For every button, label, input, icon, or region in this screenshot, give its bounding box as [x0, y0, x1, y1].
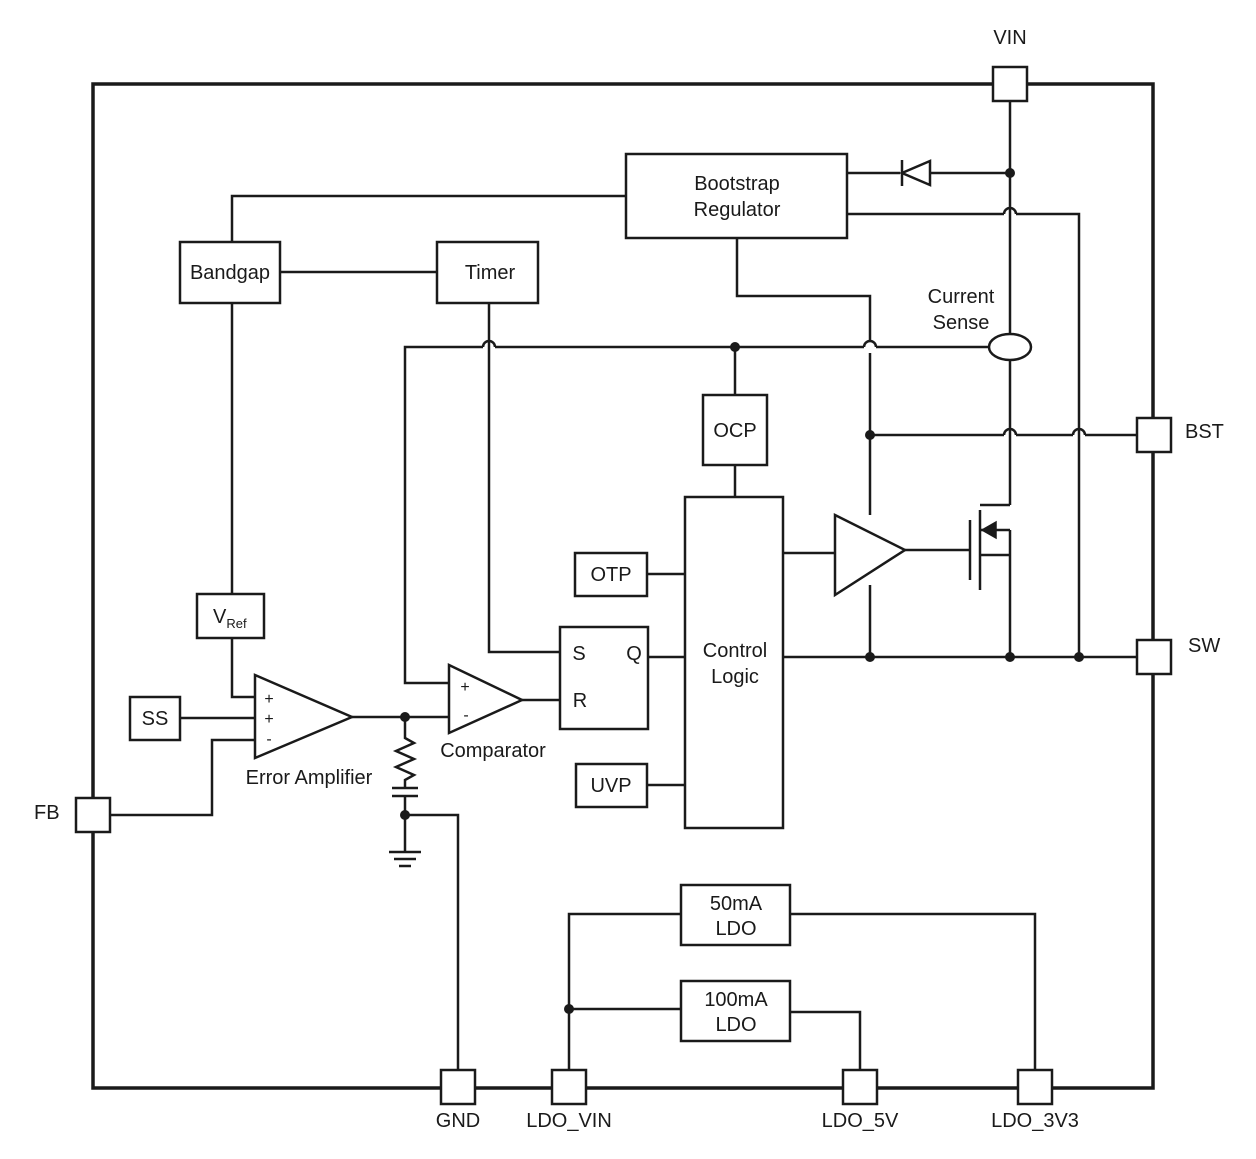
ldo-vin-pin — [550, 1068, 588, 1106]
latch-s-label: S — [572, 643, 585, 665]
ea-minus-sign: - — [266, 731, 271, 748]
ldo-100ma-label-line2: LDO — [715, 1014, 756, 1036]
control-logic-label-line2: Logic — [711, 666, 759, 688]
chip-outline — [91, 82, 1155, 1090]
current-sense-label-line1: Current — [928, 286, 995, 308]
bootstrap-label-line2: Regulator — [694, 199, 781, 221]
ocp-label: OCP — [713, 420, 756, 442]
ldo-5v-pin — [841, 1068, 879, 1106]
junction-dots — [400, 168, 1084, 1014]
comp-plus-sign: + — [460, 679, 469, 696]
ldo-100ma-label-line1: 100mA — [704, 989, 768, 1011]
ldo-3v3-pin-label: LDO_3V3 — [991, 1110, 1079, 1132]
sr-latch-block — [558, 625, 650, 731]
ldo-3v3-pin — [1016, 1068, 1054, 1106]
sw-pin-label: SW — [1188, 635, 1220, 657]
gate-driver-symbol — [833, 512, 908, 598]
timer-block — [435, 240, 540, 305]
bootstrap-regulator-block — [624, 152, 849, 240]
vin-pin-label: VIN — [993, 27, 1026, 49]
control-logic-block — [683, 495, 785, 830]
current-sense-label-line2: Sense — [933, 312, 990, 334]
wires — [110, 101, 1137, 1070]
error-amplifier-label: Error Amplifier — [246, 767, 373, 789]
vin-pin — [991, 65, 1029, 103]
ldo-50ma-label-line1: 50mA — [710, 893, 763, 915]
ea-plus-sign-2: + — [264, 711, 273, 728]
gnd-pin-label: GND — [436, 1110, 480, 1132]
uvp-label: UVP — [590, 775, 631, 797]
diode-symbol — [898, 159, 932, 187]
otp-block — [573, 551, 649, 598]
error-amplifier-symbol — [253, 673, 356, 760]
bst-pin — [1135, 416, 1173, 454]
vref-label: VRef — [213, 606, 247, 631]
current-sense-symbol — [987, 332, 1033, 362]
bandgap-label: Bandgap — [190, 262, 270, 284]
otp-label: OTP — [590, 564, 631, 586]
ss-label: SS — [142, 708, 169, 730]
timer-label: Timer — [465, 262, 516, 284]
control-logic-label-line1: Control — [703, 640, 767, 662]
vref-block — [195, 592, 266, 640]
latch-q-label: Q — [626, 643, 642, 665]
bst-pin-label: BST — [1185, 421, 1224, 443]
gnd-pin — [439, 1068, 477, 1106]
ea-plus-sign-1: + — [264, 691, 273, 708]
sw-pin — [1135, 638, 1173, 676]
ldo-5v-pin-label: LDO_5V — [822, 1110, 899, 1132]
latch-r-label: R — [573, 690, 587, 712]
ldo-vin-pin-label: LDO_VIN — [526, 1110, 612, 1132]
ocp-block — [701, 393, 769, 467]
comparator-symbol — [447, 663, 525, 735]
comparator-label: Comparator — [440, 740, 546, 762]
comp-minus-sign: - — [463, 707, 468, 724]
uvp-block — [574, 762, 649, 809]
bootstrap-label-line1: Bootstrap — [694, 173, 780, 195]
ldo-100ma-block — [679, 979, 792, 1043]
ldo-50ma-label-line2: LDO — [715, 918, 756, 940]
bandgap-block — [178, 240, 282, 305]
ss-block — [128, 695, 182, 742]
mosfet-symbol — [968, 495, 1012, 590]
ldo-50ma-block — [679, 883, 792, 947]
fb-pin — [74, 796, 112, 834]
fb-pin-label: FB — [34, 802, 60, 824]
